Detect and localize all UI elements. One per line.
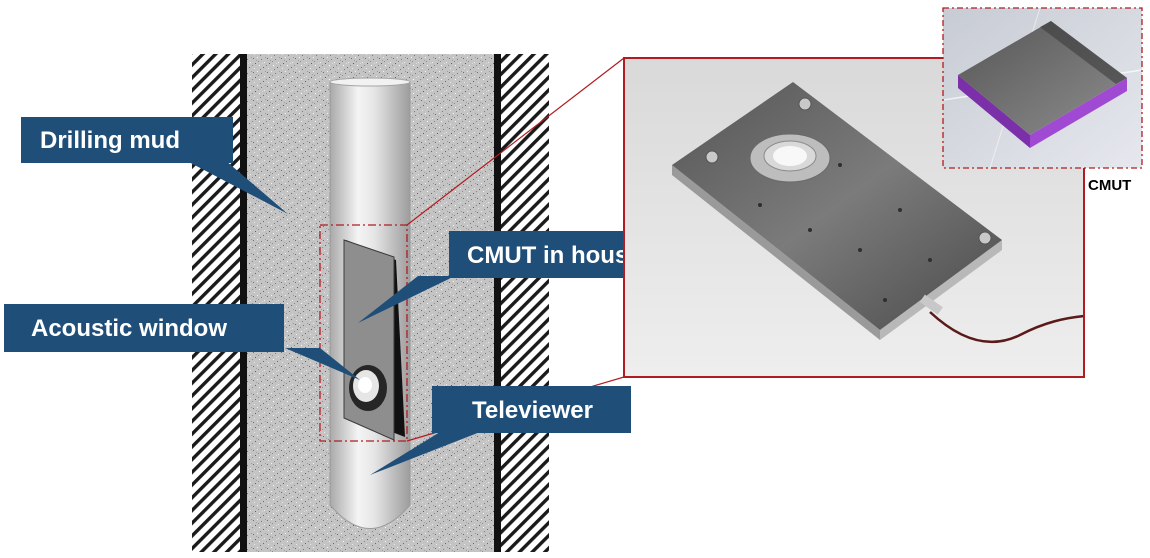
label-televiewer: Televiewer <box>472 397 593 424</box>
cable <box>929 311 1085 344</box>
acoustic-window-element <box>349 365 387 411</box>
screw-icon <box>705 150 719 164</box>
housing-side <box>672 165 880 340</box>
screw-icon <box>798 97 812 111</box>
housing-front <box>880 240 1002 340</box>
screw-icon <box>978 231 992 245</box>
callout-drilling-mud: Drilling mud <box>21 117 288 214</box>
zoom-leader-top <box>406 57 625 226</box>
photo-frame <box>623 57 1085 378</box>
callout-televiewer: Televiewer <box>370 386 631 475</box>
label-drilling-mud: Drilling mud <box>40 127 180 154</box>
inset-frame <box>942 7 1143 169</box>
label-cmut: CMUT <box>1088 177 1131 194</box>
formation-right <box>501 54 549 552</box>
label-acoustic-window: Acoustic window <box>31 315 227 342</box>
cmut-housing-plate <box>343 239 405 441</box>
cmut-chip-side <box>958 75 1030 148</box>
borehole-wall-right <box>494 54 501 552</box>
callout-acoustic-window: Acoustic window <box>4 304 360 380</box>
cmut-inset-photo <box>942 7 1143 169</box>
photo-acoustic-window <box>773 146 807 166</box>
housing-top <box>672 82 1002 330</box>
borehole-wall-left <box>240 54 247 552</box>
detail-region-marker <box>319 224 408 442</box>
